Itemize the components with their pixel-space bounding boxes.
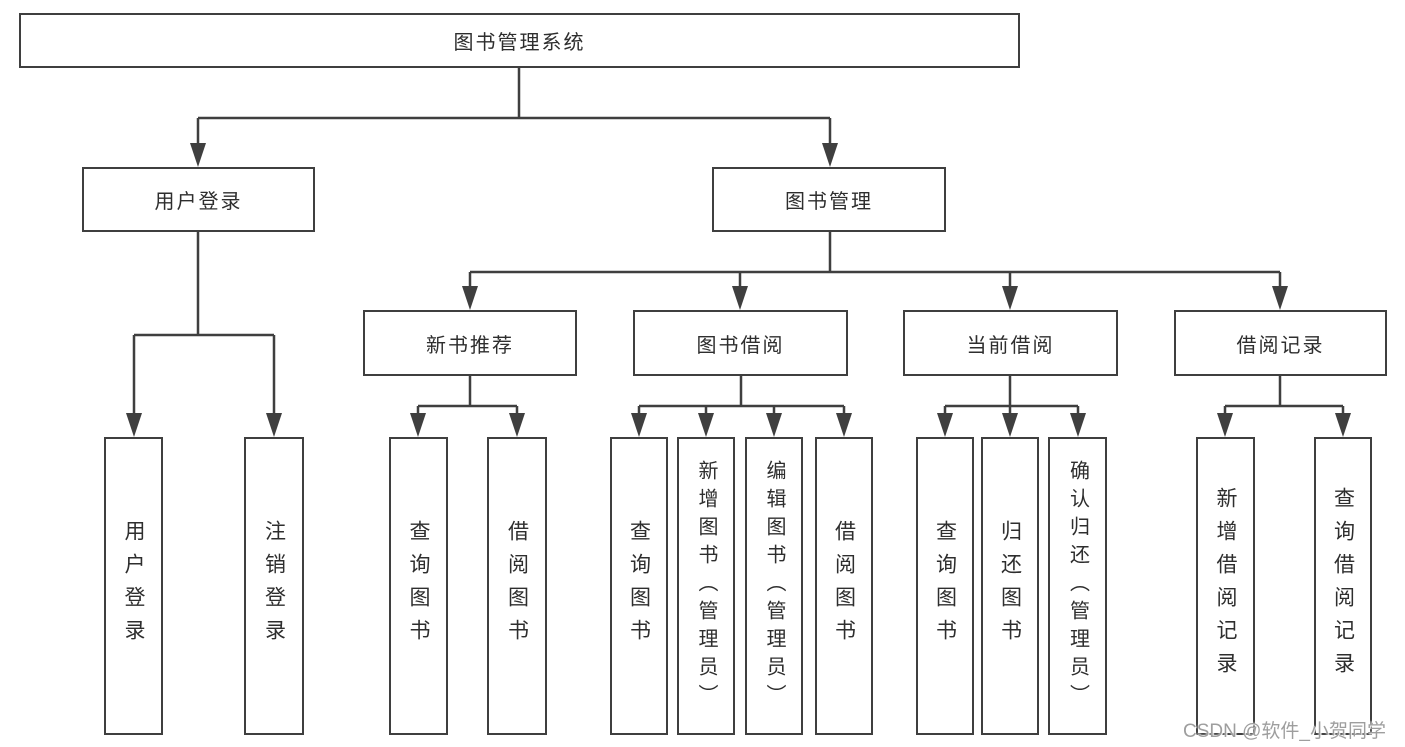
node-label: 查询图书 <box>933 520 957 652</box>
node-label: 归还图书 <box>998 520 1022 652</box>
node-label: 用户登录 <box>122 520 145 652</box>
node-label: 图书借阅 <box>696 334 785 357</box>
node-new-book-recommendation: 新书推荐 <box>363 310 577 376</box>
node-label: 当前借阅 <box>966 334 1055 357</box>
node-borrow-books-newrec: 借阅图书 <box>487 437 547 735</box>
node-label: 用户登录 <box>154 191 243 213</box>
node-query-books-newrec: 查询图书 <box>389 437 448 735</box>
node-user-login: 用户登录 <box>82 167 315 232</box>
node-current-borrowing: 当前借阅 <box>903 310 1118 376</box>
node-book-borrowing: 图书借阅 <box>633 310 848 376</box>
node-query-borrow-record: 查询借阅记录 <box>1314 437 1372 735</box>
node-borrow-books-borrowing: 借阅图书 <box>815 437 873 735</box>
node-label: 查询借阅记录 <box>1331 487 1355 685</box>
node-label: 借阅图书 <box>832 520 856 652</box>
node-add-borrow-record: 新增借阅记录 <box>1196 437 1255 735</box>
node-edit-books-admin: 编辑图书（管理员） <box>745 437 803 735</box>
node-label: 借阅记录 <box>1236 334 1325 357</box>
node-user-login-action: 用户登录 <box>104 437 163 735</box>
node-confirm-return-admin: 确认归还（管理员） <box>1048 437 1107 735</box>
node-label: 新增图书（管理员） <box>695 460 717 712</box>
node-add-books-admin: 新增图书（管理员） <box>677 437 735 735</box>
node-label: 查询图书 <box>407 520 430 652</box>
csdn-watermark: CSDN @软件_小贺同学 <box>1183 721 1386 742</box>
node-label: 查询图书 <box>627 520 651 652</box>
node-label: 新书推荐 <box>426 334 514 357</box>
node-label: 图书管理系统 <box>453 32 586 54</box>
node-return-books: 归还图书 <box>981 437 1039 735</box>
node-borrowing-records: 借阅记录 <box>1174 310 1387 376</box>
node-label: 图书管理 <box>785 191 873 213</box>
node-logout: 注销登录 <box>244 437 304 735</box>
node-library-management-system: 图书管理系统 <box>19 13 1020 68</box>
node-query-books-current: 查询图书 <box>916 437 974 735</box>
node-label: 新增借阅记录 <box>1214 487 1237 685</box>
node-query-books-borrowing: 查询图书 <box>610 437 668 735</box>
node-label: 确认归还（管理员） <box>1066 460 1089 712</box>
node-label: 注销登录 <box>262 520 286 652</box>
node-label: 编辑图书（管理员） <box>763 460 785 712</box>
node-book-management: 图书管理 <box>712 167 946 232</box>
node-label: 借阅图书 <box>505 520 529 652</box>
